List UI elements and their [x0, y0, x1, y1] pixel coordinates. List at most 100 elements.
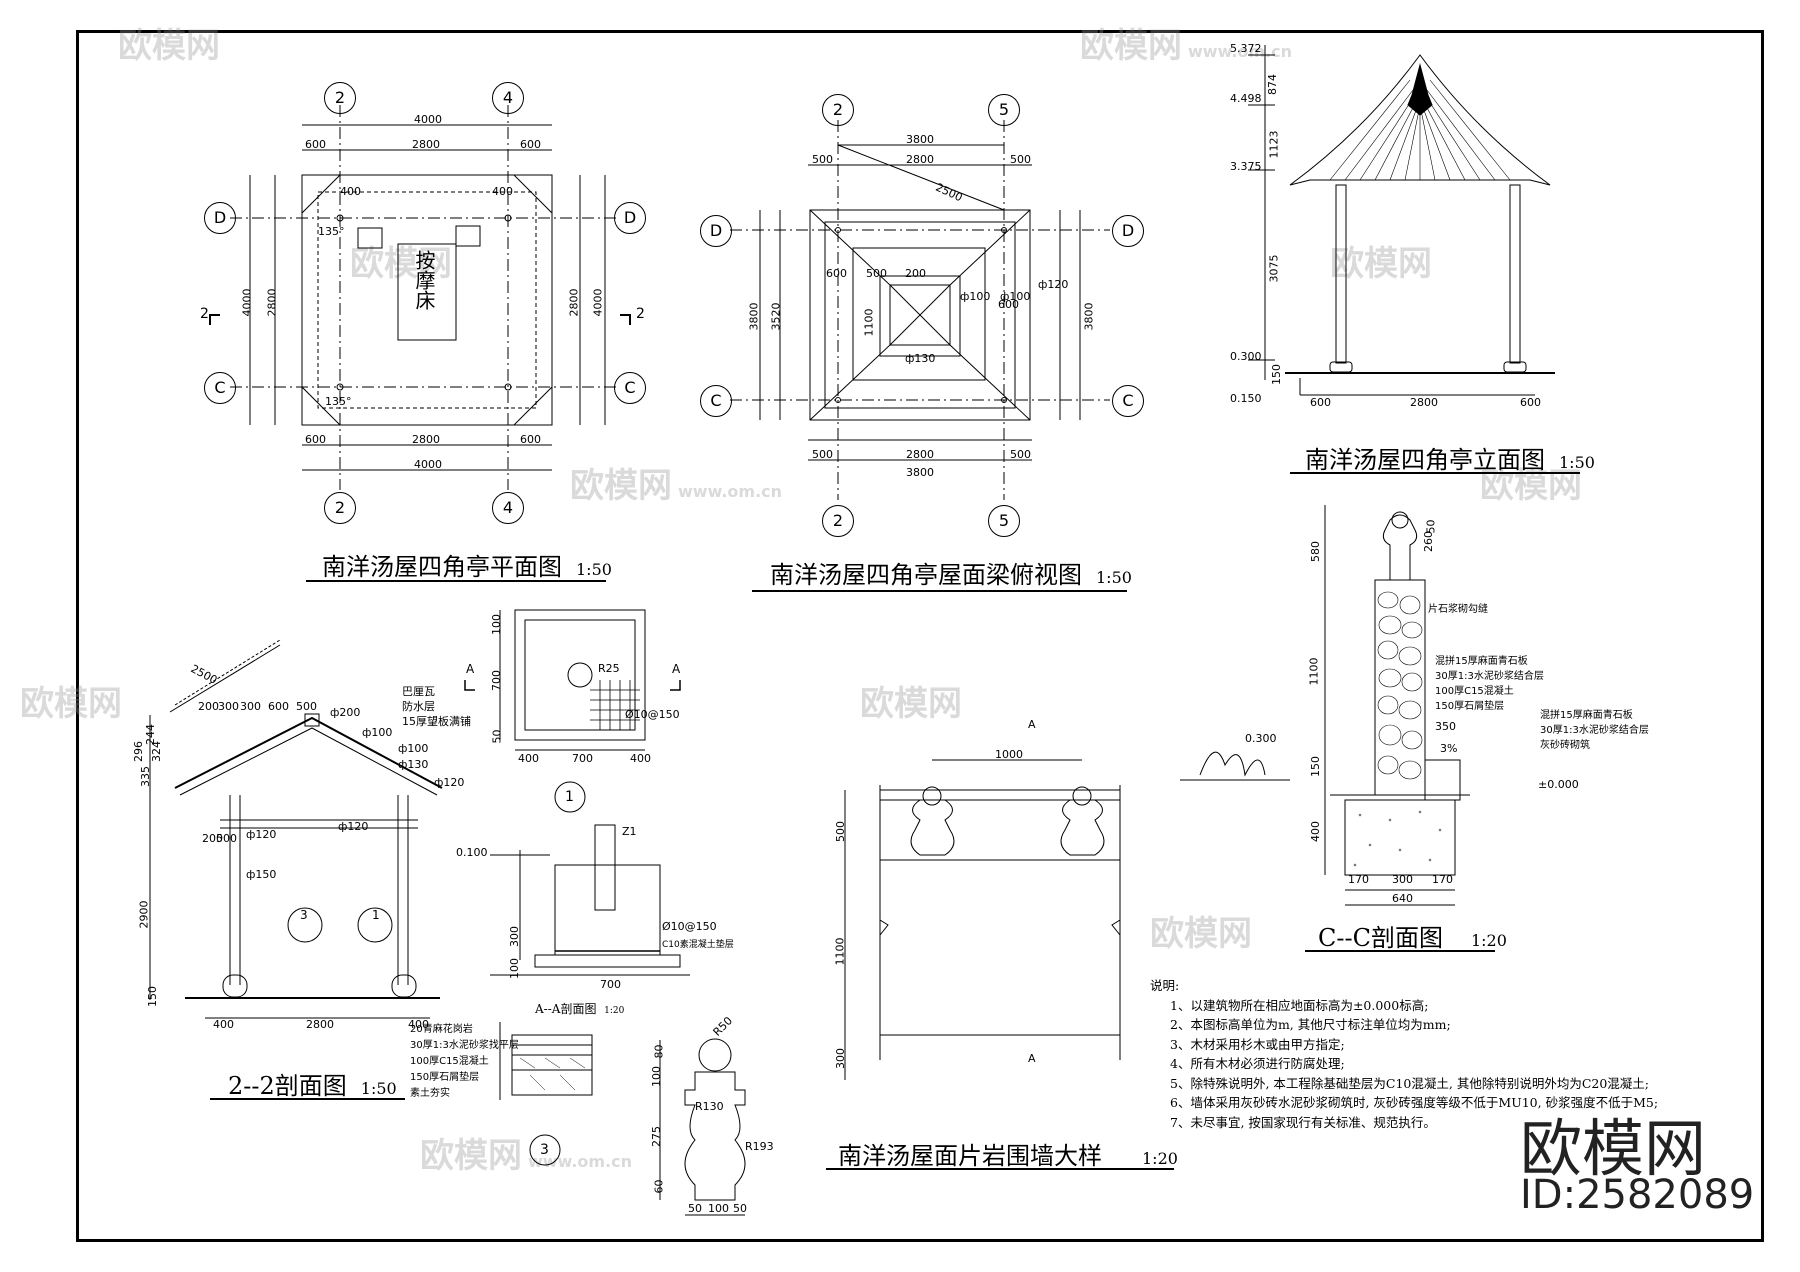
elevation-view: [1248, 45, 1555, 396]
dim-label: 600: [1310, 396, 1331, 409]
angle-label: 135°: [318, 225, 345, 238]
note-item: 1、以建筑物所在相应地面标高为±0.000标高;: [1170, 997, 1429, 1013]
dim-label: 324: [150, 741, 163, 762]
section-a-a: [490, 824, 690, 976]
dim-label: 50: [688, 1202, 702, 1215]
material-label: 30厚1:3水泥砂浆结合层: [1435, 671, 1544, 682]
dim-label: 400: [630, 752, 651, 765]
watermark: 欧模网: [20, 684, 122, 724]
dim-label: 600: [268, 700, 289, 713]
brand-id: ID:2582089: [1520, 1172, 1755, 1218]
dim-label: 600: [1520, 396, 1541, 409]
dim-label: 80: [652, 1044, 666, 1059]
dim-label: 600: [826, 267, 847, 280]
watermark: 欧模网: [1150, 914, 1252, 954]
diameter-label: ф130: [905, 352, 936, 365]
section-c-c: [1180, 505, 1470, 906]
watermark: 欧模网: [860, 684, 962, 724]
axis-bubble: 4: [492, 492, 524, 524]
diameter-label: ф120: [338, 820, 369, 833]
title-underline: [1305, 950, 1495, 952]
material-label: 片石浆砌勾缝: [1428, 604, 1488, 615]
material-label: 15厚望板满铺: [402, 715, 471, 728]
axis-bubble: C: [614, 372, 646, 404]
level-label: 0.300: [1230, 350, 1262, 363]
angle-label: 135°: [325, 395, 352, 408]
diameter-label: ф100: [398, 742, 429, 755]
dim-label: 50: [733, 1202, 747, 1215]
dim-label: 170: [1432, 873, 1453, 886]
diameter-label: ф120: [246, 828, 277, 841]
dim-label: 1123: [1267, 130, 1281, 159]
title-underline: [1290, 472, 1580, 474]
detail-1: [464, 609, 681, 813]
dim-label: 3800: [906, 466, 934, 479]
diameter-label: ф100: [960, 290, 991, 303]
dim-label: 3800: [906, 133, 934, 146]
title-underline: [752, 590, 1127, 592]
dim-label: 2800: [1410, 396, 1438, 409]
level-label: ±0.000: [1538, 778, 1579, 791]
notes-block: 说明: 1、以建筑物所在相应地面标高为±0.000标高; 2、本图标高单位为m,…: [1150, 976, 1658, 1132]
diameter-label: ф120: [1038, 278, 1069, 291]
level-label: 0.150: [1230, 392, 1262, 405]
cut-mark: 2: [200, 306, 209, 322]
axis-bubble: 5: [988, 505, 1020, 537]
concrete-label: C10素混凝土垫层: [662, 940, 734, 950]
level-label: 5.372: [1230, 42, 1262, 55]
dim-label: 1100: [1307, 657, 1321, 686]
axis-bubble: D: [204, 202, 236, 234]
offset-label: 400: [340, 185, 361, 198]
note-item: 7、未尽事宜, 按国家现行有关标准、规范执行。: [1170, 1114, 1436, 1130]
level-label: 0.100: [456, 846, 488, 859]
massage-bed-label: 按摩床: [412, 250, 436, 310]
dim-label: 400: [1309, 821, 1322, 842]
axis-bubble: 5: [988, 94, 1020, 126]
axis-bubble: 4: [492, 82, 524, 114]
dim-label: 300: [218, 700, 239, 713]
dim-label: 2800: [567, 288, 581, 317]
note-item: 3、木材采用杉木或由甲方指定;: [1170, 1036, 1345, 1052]
dim-label: 150: [1309, 756, 1322, 777]
drawing-frame: [76, 30, 1764, 1242]
dim-label: 300: [240, 700, 261, 713]
level-label: 4.498: [1230, 92, 1262, 105]
dim-label: R193: [745, 1140, 774, 1153]
dim-label: 50: [1424, 519, 1438, 534]
dim-label: 500: [834, 821, 847, 842]
dim-label: 100: [708, 1202, 729, 1215]
dim-label: 2800: [412, 433, 440, 446]
dim-label: R130: [695, 1100, 724, 1113]
watermark: 欧模网: [1330, 244, 1432, 284]
dim-label: 4000: [414, 458, 442, 471]
rebar-label: Ø10@150: [662, 920, 717, 933]
dim-label: 500: [812, 448, 833, 461]
diameter-label: ф120: [434, 776, 465, 789]
dim-label: 700: [490, 670, 503, 691]
layer-label: 20青麻花岗岩: [410, 1024, 473, 1035]
axis-bubble: 2: [324, 82, 356, 114]
axis-bubble: C: [700, 385, 732, 417]
dim-label: 2800: [306, 1018, 334, 1031]
dim-label: 600: [520, 138, 541, 151]
detail-3-layers: [499, 1022, 593, 1166]
material-label: 灰砂砖砌筑: [1540, 740, 1590, 751]
wall-detail: [844, 759, 1121, 1080]
layer-label: 素土夯实: [410, 1088, 450, 1099]
dim-label: 4000: [240, 288, 254, 317]
dim-label: 640: [1392, 892, 1413, 905]
title-underline: [306, 580, 606, 582]
detail-marker: 1: [372, 908, 380, 922]
dim-label: 874: [1266, 74, 1279, 95]
dim-label: 500: [812, 153, 833, 166]
section-aa-title: A--A剖面图 1:20: [535, 1002, 625, 1016]
note-item: 6、墙体采用灰砂砖水泥砂浆砌筑时, 灰砂砖强度等级不低于MU10, 砂浆强度不低…: [1170, 1095, 1659, 1110]
watermark: 欧模网: [350, 244, 452, 284]
dim-label: 2800: [906, 448, 934, 461]
